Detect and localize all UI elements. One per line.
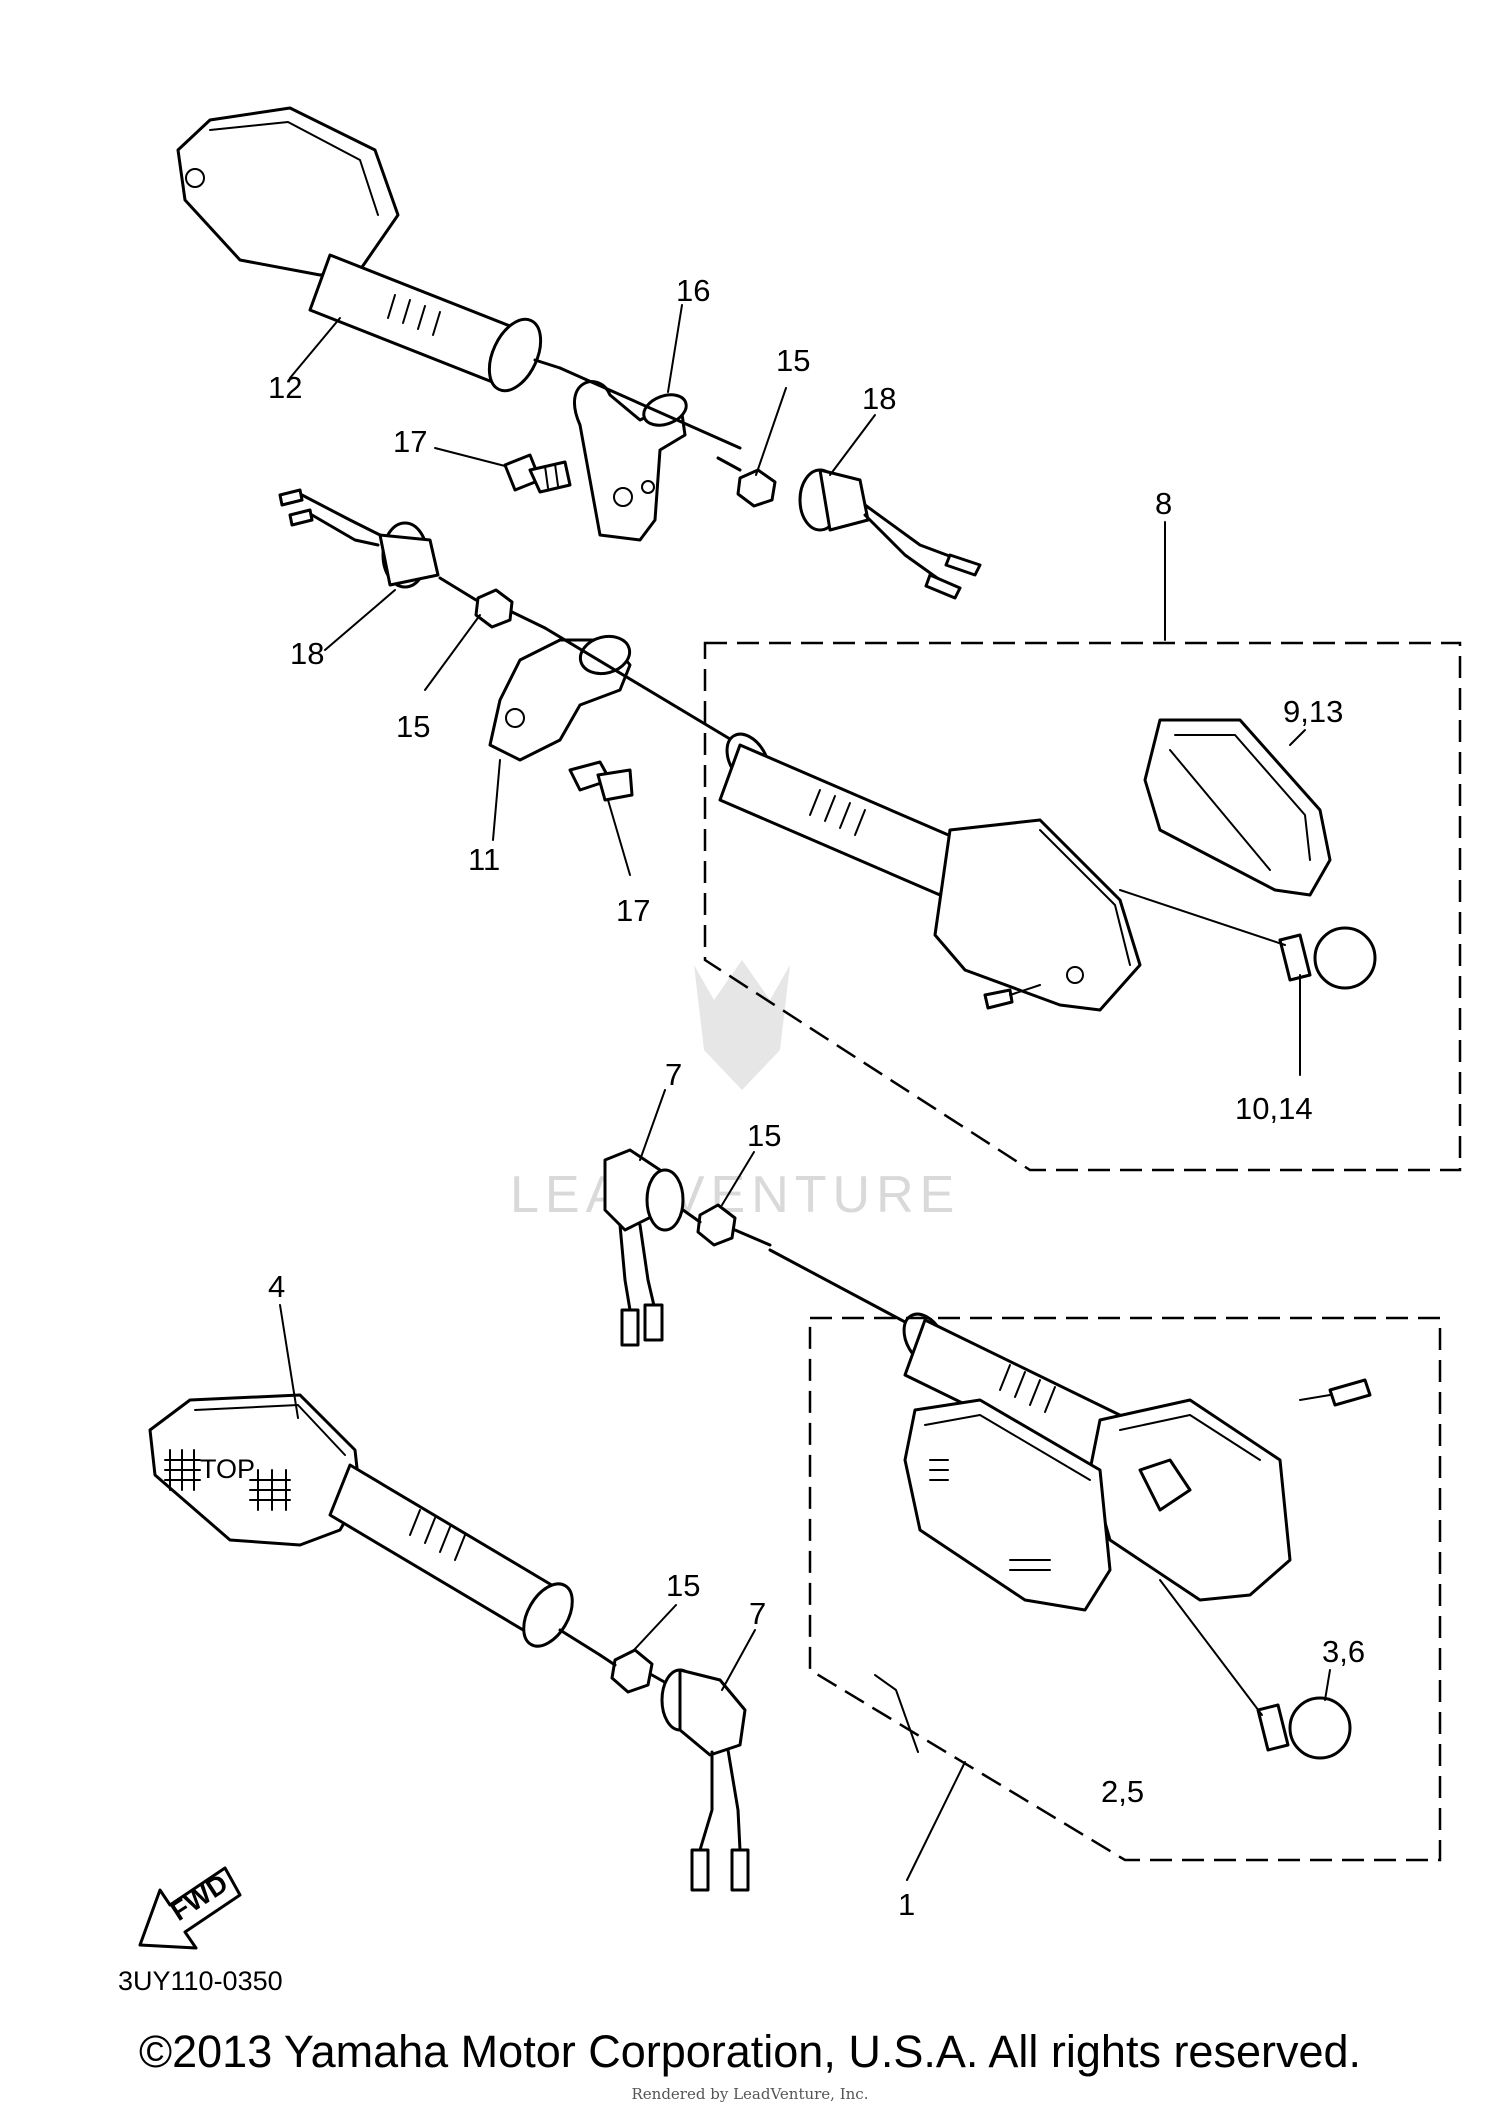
callout-15-lower: 15 xyxy=(396,709,430,744)
callout-17-upper: 17 xyxy=(393,424,427,459)
group-box-8 xyxy=(703,641,1462,1172)
lens-2-5 xyxy=(903,1398,1112,1612)
callout-3-6: 3,6 xyxy=(1322,1634,1365,1669)
socket-7-lower xyxy=(660,1668,750,1892)
callout-17-lower: 17 xyxy=(616,893,650,928)
leader-lines xyxy=(279,304,1331,1881)
group-box-1 xyxy=(808,1316,1442,1862)
bolt-17-upper xyxy=(503,453,572,494)
callout-2-5: 2,5 xyxy=(1101,1774,1144,1809)
turn-signal-assembly-4: TOP xyxy=(148,1393,602,1657)
turn-signal-body-8 xyxy=(718,732,1142,1012)
diagram-code: 3UY110-0350 xyxy=(118,1966,283,1996)
callout-16: 16 xyxy=(676,273,710,308)
leadventure-watermark: LEADVENTURE xyxy=(510,960,960,1224)
grommet-18-upper xyxy=(798,468,982,600)
callout-10-14: 10,14 xyxy=(1235,1091,1313,1126)
bulb-10-14 xyxy=(1119,889,1377,990)
callout-12: 12 xyxy=(268,370,302,405)
callout-1: 1 xyxy=(898,1887,915,1922)
callout-4: 4 xyxy=(268,1269,285,1304)
callout-18-lower: 18 xyxy=(290,636,324,671)
lens-9-13 xyxy=(1143,718,1332,897)
copyright-notice: ©2013 Yamaha Motor Corporation, U.S.A. A… xyxy=(138,2026,1362,2077)
callout-7-lower: 7 xyxy=(749,1596,766,1631)
callout-15-upper: 15 xyxy=(776,343,810,378)
nut-15-upper xyxy=(716,456,777,508)
top-mark: TOP xyxy=(200,1454,255,1484)
bracket-11 xyxy=(488,626,742,762)
bulb-3-6 xyxy=(1159,1579,1352,1760)
watermark-text: LEADVENTURE xyxy=(510,1166,960,1224)
rendered-by-notice: Rendered by LeadVenture, Inc. xyxy=(631,2085,869,2103)
callout-9-13: 9,13 xyxy=(1283,694,1343,729)
turn-signal-assembly-12 xyxy=(176,106,562,393)
bracket-16 xyxy=(558,366,742,542)
bolt-17-lower xyxy=(568,760,634,802)
socket-7-upper xyxy=(603,1148,685,1347)
callout-18-upper: 18 xyxy=(862,381,896,416)
wire-harness-18-lower xyxy=(278,488,440,589)
nut-15-middle xyxy=(681,1203,922,1332)
callout-11: 11 xyxy=(468,842,500,877)
callout-7-upper: 7 xyxy=(665,1057,682,1092)
nut-15-lower xyxy=(438,576,547,630)
fwd-arrow-icon: FWD xyxy=(138,1866,242,1950)
callout-15-middle: 15 xyxy=(747,1118,781,1153)
callout-15-lower-left: 15 xyxy=(666,1568,700,1603)
turn-signal-body-1 xyxy=(902,1312,1372,1602)
callout-labels: 12 16 15 18 17 8 9,13 18 15 11 17 10,14 … xyxy=(268,273,1365,1922)
callout-8: 8 xyxy=(1155,486,1172,521)
